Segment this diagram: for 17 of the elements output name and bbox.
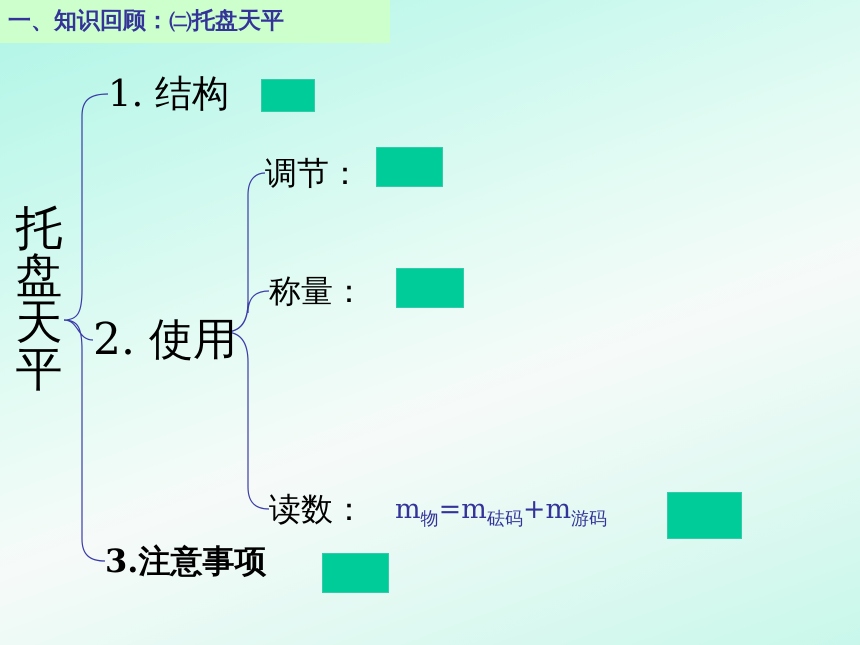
branch-label: 称量： bbox=[269, 271, 365, 311]
branch-label: 2. 使用 bbox=[93, 314, 237, 366]
brace-line bbox=[64, 319, 106, 562]
branch-label: 1. 结构 bbox=[108, 72, 230, 116]
answer-box bbox=[322, 553, 389, 593]
branch-label: 读数： bbox=[269, 489, 365, 529]
answer-box bbox=[376, 147, 443, 187]
answer-box bbox=[667, 492, 742, 539]
answer-box bbox=[396, 268, 464, 308]
branch-label: 3.注意事项 bbox=[105, 539, 266, 583]
brace-line bbox=[64, 93, 108, 321]
vertical-heading: 托盘天平 bbox=[14, 205, 64, 393]
formula-text: m$_{物}$=m$_{砝码}$+m$_{游码}$ bbox=[395, 494, 608, 530]
title-banner: 一、知识回顾：㈡托盘天平 bbox=[0, 0, 390, 43]
branch-label: 调节： bbox=[265, 153, 361, 193]
brace-line bbox=[64, 319, 94, 341]
answer-box bbox=[261, 79, 315, 112]
